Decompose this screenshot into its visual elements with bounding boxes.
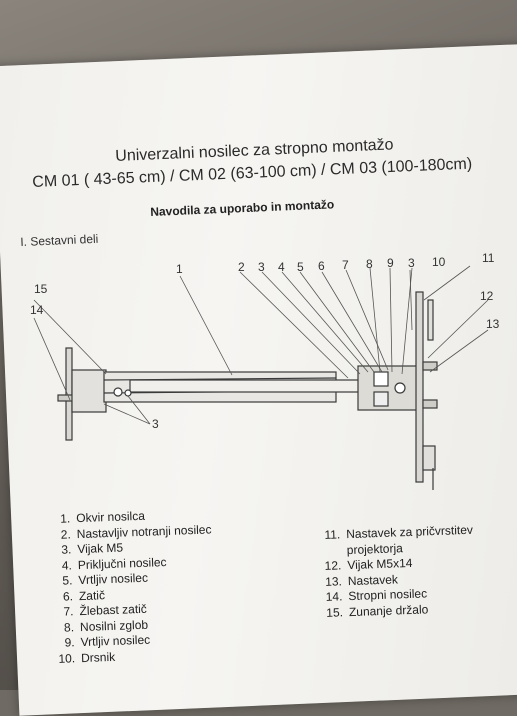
callout-3b: 3 xyxy=(408,256,415,270)
callout-5: 5 xyxy=(297,260,304,274)
callout-12: 12 xyxy=(480,289,494,303)
projector-plate xyxy=(415,291,424,483)
callout-9: 9 xyxy=(387,256,394,270)
mount-diagram: 1 2 3 4 5 6 7 8 9 3 10 11 12 13 15 14 3 xyxy=(30,251,500,490)
callout-3: 3 xyxy=(258,260,265,274)
inner-arm xyxy=(129,379,367,393)
callout-11: 11 xyxy=(482,251,495,265)
callout-2: 2 xyxy=(238,260,245,274)
parts-list-right: 11.Nastavek za pričvrstitev projektorja … xyxy=(322,523,476,621)
outer-holder xyxy=(71,369,107,413)
callout-10: 10 xyxy=(432,255,446,269)
callout-8: 8 xyxy=(366,257,373,271)
callout-1: 1 xyxy=(176,262,183,276)
callout-15: 15 xyxy=(34,282,48,296)
callout-7: 7 xyxy=(342,258,349,272)
callout-14: 14 xyxy=(30,303,44,317)
callout-4: 4 xyxy=(278,260,285,274)
callout-6: 6 xyxy=(318,259,325,273)
callout-13: 13 xyxy=(486,317,500,331)
ceiling-bracket xyxy=(65,347,73,441)
callout-3c: 3 xyxy=(152,417,159,431)
parts-list-left: 1.Okvir nosilca 2.Nastavljiv notranji no… xyxy=(52,506,216,666)
